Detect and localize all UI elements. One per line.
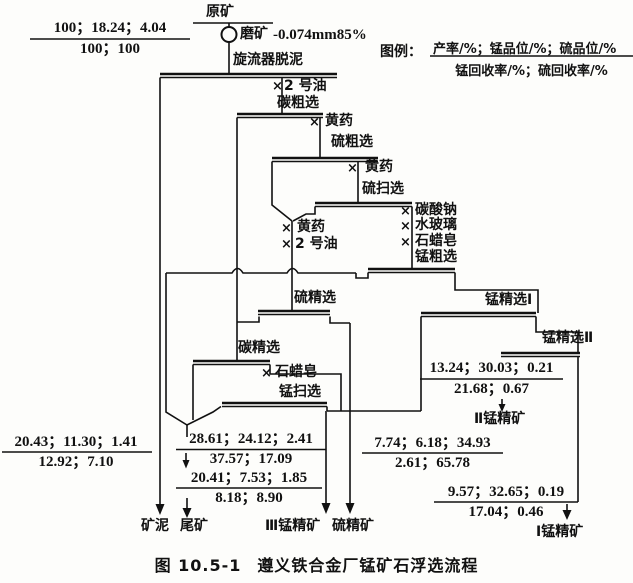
feed-assay-top: 100；18.24；4.04 [53,20,167,36]
op-mn-cleaner-1: 锰精选Ⅰ [485,292,533,308]
product-tailings: 尾矿 [180,518,208,534]
sulfur-conc-assay-top: 7.74；6.18；34.93 [374,435,491,451]
mn1-assay-bottom: 17.04；0.46 [468,504,544,520]
reagent-mark: × [281,237,292,252]
reagent-mark: × [347,161,358,176]
reagent-oil-no2-a: 2 号油 [284,78,327,94]
reagent-sodium-carbonate: 碳酸钠 [415,202,457,218]
reagent-xanthate-b: 黄药 [365,159,393,175]
mn3-assay-bottom: 37.57；17.09 [209,451,293,467]
op-mn-rougher: 锰粗选 [415,249,457,265]
reagent-water-glass: 水玻璃 [415,217,457,233]
grinding-mill-icon [220,26,238,43]
legend-label: 图例： [380,44,422,60]
reagent-paraffin-soap-a: 石蜡皂 [415,233,457,249]
reagent-paraffin-soap-b: 石蜡皂 [275,364,317,380]
reagent-xanthate-c: 黄药 [297,219,325,235]
tailings-assay-bottom: 8.18；8.90 [215,490,283,506]
figure-number: 图 10.5-1 [154,556,242,575]
tailings-assay-top: 20.41；7.53；1.85 [190,470,308,486]
op-carbon-cleaner: 碳精选 [238,340,280,356]
reagent-mark: × [261,366,272,381]
mn2-assay-bottom: 21.68；0.67 [453,381,529,397]
cell-bars [160,72,580,405]
reagent-mark: × [309,115,320,130]
reagent-xanthate-a: 黄药 [325,113,353,129]
legend-denominator: 锰回收率/%；硫回收率/% [455,64,608,79]
arrowheads [155,404,572,520]
figure-title: 遵义铁合金厂锰矿石浮选流程 [257,556,479,575]
product-sulfur-concentrate: 硫精矿 [332,518,374,534]
op-sulfur-cleaner: 硫精选 [294,290,336,306]
desliming-label: 旋流器脱泥 [233,52,303,68]
op-mn-scavenger: 锰扫选 [279,384,321,400]
sulfur-conc-assay-bottom: 2.61；65.78 [394,455,470,471]
feed-assay-bottom: 100；100 [79,41,140,57]
mn-rougher-tailings-return [166,267,356,274]
reagent-mark: × [400,219,411,234]
feed-label: 原矿 [206,4,234,20]
reagent-oil-no2-b: 2 号油 [295,236,338,252]
slime-assay-top: 20.43；11.30；1.41 [14,434,138,450]
reagent-mark: × [281,221,292,236]
legend-numerator: 产率/%；锰品位/%；硫品位/% [433,42,617,57]
grinding-label: 磨矿 [240,26,268,42]
figure-caption: 图 10.5-1 遵义铁合金厂锰矿石浮选流程 [0,552,633,576]
product-slime: 矿泥 [141,518,169,534]
op-sulfur-rougher: 硫粗选 [331,134,373,150]
op-carbon-rougher: 碳粗选 [277,95,319,111]
mn3-assay-top: 28.61；24.12；2.41 [189,431,313,447]
product-mn-concentrate-1: Ⅰ锰精矿 [536,524,584,540]
mn2-assay-top: 13.24；30.03；0.21 [429,360,554,376]
product-mn-concentrate-3: Ⅲ锰精矿 [265,518,321,534]
reagent-mark: × [400,204,411,219]
grinding-fineness: -0.074mm85% [273,27,367,43]
reagent-mark: × [400,235,411,250]
slime-assay-bottom: 12.92；7.10 [38,454,114,470]
fraction-rules [2,38,633,503]
op-mn-cleaner-2: 锰精选Ⅱ [542,330,594,346]
op-sulfur-scavenger: 硫扫选 [362,181,404,197]
mn1-assay-top: 9.57；32.65；0.19 [447,484,565,500]
reagent-mark: × [272,79,283,94]
product-mn-concentrate-2: Ⅱ锰精矿 [474,411,526,427]
